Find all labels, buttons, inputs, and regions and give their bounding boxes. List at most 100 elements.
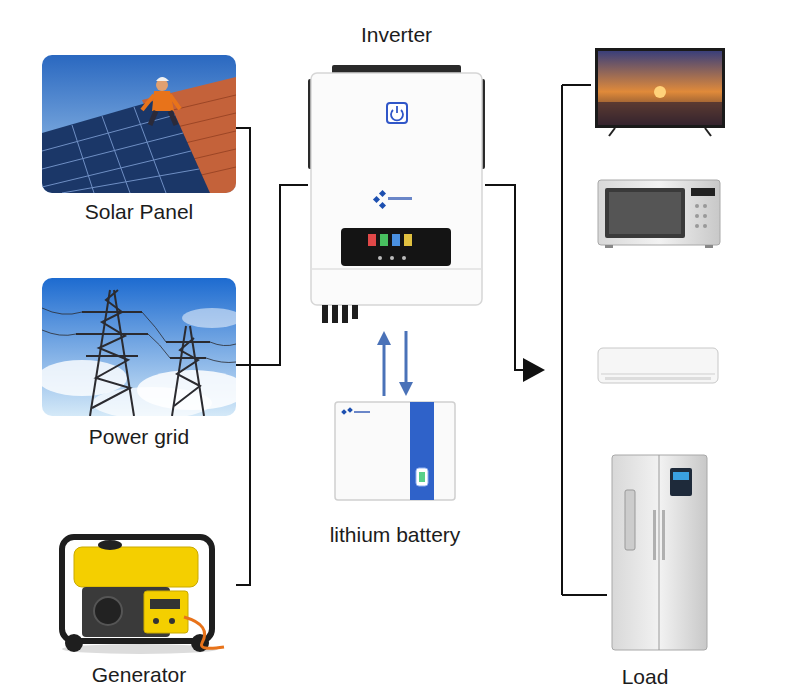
microwave-part [609,192,681,234]
refrigerator-part [612,455,707,650]
connector-part [399,382,413,396]
inverter-device-part-part [388,197,412,200]
microwave-part-part [695,204,699,208]
connector-part [523,358,545,382]
refrigerator-part [673,472,689,480]
refrigerator-part [659,455,660,650]
generator-picture-part [144,591,188,633]
solar-scene-part-part [72,125,94,193]
inverter-device [308,65,485,327]
microwave-part [598,180,720,245]
inverter-device-part-part [342,305,348,323]
grid-scene-part-part [42,330,76,335]
grid-scene-part-part [210,342,236,346]
solar-scene-part [42,97,210,193]
inverter-device-part [390,256,394,260]
grid-scene-part-part [82,311,142,313]
node-label: Solar Panel [85,199,194,225]
grid-scene-part [42,308,236,363]
grid-scene-part-part [92,290,130,408]
microwave [598,180,720,248]
generator-picture-part [169,618,175,624]
connector-part [383,343,386,396]
inverter-device-part-part [379,190,386,197]
solar-scene-part [42,107,199,193]
inverter-device-part [378,256,382,260]
generator-picture-part [74,547,198,587]
grid-scene-part [76,290,210,416]
load-appliances [545,40,745,652]
connector-part [377,331,391,345]
connector-part [405,331,408,384]
microwave-part-part [695,224,699,228]
generator-picture [52,525,228,655]
diagram-node: Solar Panel [42,55,236,225]
grid-scene-part-part [86,355,138,357]
refrigerator-part [662,510,665,560]
tv-part [595,48,725,128]
battery-device [310,400,480,502]
refrigerator-part [653,510,656,560]
tv-part [598,102,722,125]
connector-part [236,185,308,365]
generator-picture-part [65,634,83,652]
tv-part [705,128,711,136]
solar-scene-part [142,95,154,110]
grid-scene-part-part [174,338,200,406]
inverter-device-part-part [352,305,358,319]
grid-scene-part-part [148,334,170,358]
solar-scene-part [170,111,176,125]
generator-picture-part [62,537,212,641]
grid-scene-part-part [206,358,236,363]
grid-scene-part-part [170,357,206,359]
solar-scene-part [150,111,156,125]
solar-scene-part [152,91,174,111]
inverter-device-part [341,228,451,266]
generator-picture-part [98,540,122,550]
solar-scene-part-part [62,169,199,193]
tv-part [598,51,722,125]
connector [377,331,413,396]
microwave-part [695,204,707,228]
battery-device-part [341,407,370,415]
node-label: lithium battery [330,522,461,548]
node-label: Generator [92,662,187,688]
grid-scene-part-part [76,333,148,335]
air-conditioner [598,348,718,383]
diagram-node: lithium battery [310,400,480,548]
load-bracket [562,85,607,595]
diagram-node: Load [545,40,745,690]
inverter-device-part [387,103,407,123]
grid-scene-part-part [42,308,82,314]
microwave-part [691,188,715,196]
solar-panel-picture [42,55,236,193]
diagram-node: Inverter [308,22,485,327]
air-conditioner-part [605,377,711,380]
connector [236,128,308,365]
inverter-device-part [404,234,412,246]
solar-scene [42,55,236,193]
diagram-node: Power grid [42,278,236,450]
tv-part [609,128,615,136]
tv-part [654,86,666,98]
node-label: Inverter [361,22,432,48]
connector-part [485,185,525,370]
inverter-device-part-part [332,305,338,323]
grid-scene-part-part [142,312,166,342]
inverter-device-part-part [373,196,380,203]
generator-picture-part [153,618,159,624]
inverter-device-part [322,305,358,323]
connector-part [236,185,308,585]
battery-device-part-part [347,407,353,413]
inverter-device-part [373,190,412,209]
solar-scene-part [42,55,236,193]
refrigerator-part [670,468,692,496]
battery-device-part [419,472,425,482]
power-grid-picture [42,278,236,416]
node-label: Load [622,664,669,690]
connector-part [236,128,308,365]
refrigerator [612,455,707,650]
connector [485,185,545,382]
microwave-part-part [695,214,699,218]
air-conditioner-part [598,348,718,383]
